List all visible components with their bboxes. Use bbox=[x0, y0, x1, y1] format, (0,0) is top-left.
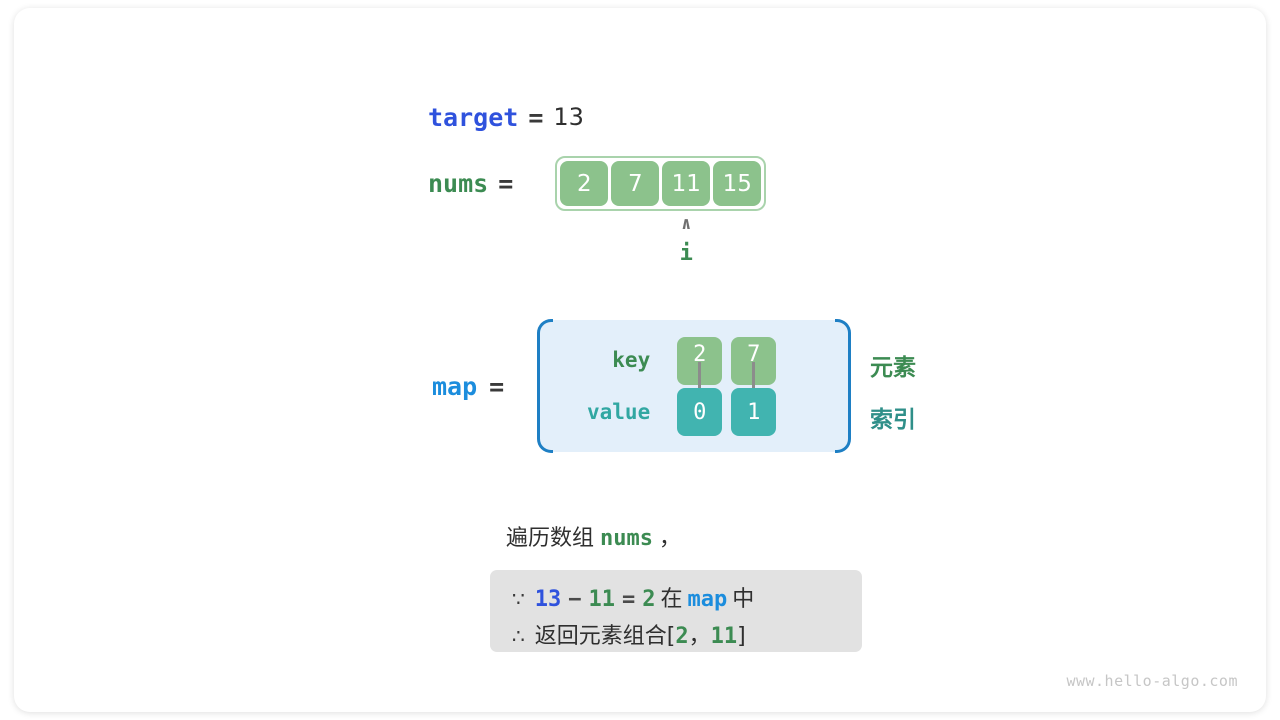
legend-element-label: 元素 bbox=[870, 355, 916, 381]
conclusion-map-word: map bbox=[687, 587, 728, 612]
conclusion-zhong-text: 中 bbox=[732, 587, 755, 612]
equals-operator: = bbox=[621, 587, 636, 612]
map-bracket-left-icon bbox=[537, 319, 554, 453]
map-key-row-label: key bbox=[612, 348, 651, 372]
conclusion-complement-value: 2 bbox=[642, 587, 656, 612]
array-cell: 7 bbox=[611, 161, 660, 206]
bracket-close: ] bbox=[737, 624, 746, 649]
conclusion-line-2: ∴ 返回元素组合[2，11] bbox=[512, 618, 746, 650]
bracket-open: [ bbox=[666, 624, 676, 649]
nums-label: nums bbox=[428, 169, 489, 198]
conclusion-zai-text: 在 bbox=[660, 587, 683, 612]
legend-index-label: 索引 bbox=[870, 407, 916, 433]
array-cell: 2 bbox=[560, 161, 609, 206]
array-cell: 11 bbox=[662, 161, 711, 206]
target-label: target bbox=[428, 102, 519, 132]
result-comma: ， bbox=[688, 624, 711, 649]
target-row: target = 13 bbox=[428, 100, 584, 134]
result-second-value: 11 bbox=[710, 624, 738, 649]
explanation-prefix: 遍历数组 bbox=[506, 526, 595, 551]
therefore-symbol-icon: ∴ bbox=[512, 624, 525, 648]
map-box: key value 2 0 7 1 bbox=[537, 319, 852, 453]
array-cell: 15 bbox=[713, 161, 762, 206]
map-row: map = key value 2 0 7 bbox=[432, 319, 852, 453]
nums-equals-sign: = bbox=[498, 169, 514, 198]
conclusion-current-value: 11 bbox=[588, 587, 615, 612]
index-pointer-group: ∧ i bbox=[660, 216, 712, 265]
explanation-suffix: ， bbox=[659, 526, 682, 551]
watermark: www.hello-algo.com bbox=[1066, 672, 1238, 690]
map-value-cell: 0 bbox=[677, 388, 723, 436]
map-key-cell: 7 bbox=[731, 337, 777, 385]
minus-operator: − bbox=[568, 587, 582, 612]
pointer-caret-icon: ∧ bbox=[681, 214, 692, 234]
diagram-canvas: target = 13 nums = 2 7 11 15 ∧ i map = k… bbox=[14, 8, 1266, 712]
map-value-row-label: value bbox=[587, 400, 651, 424]
result-first-value: 2 bbox=[675, 624, 689, 649]
because-symbol-icon: ∵ bbox=[512, 587, 525, 611]
nums-array: 2 7 11 15 bbox=[555, 156, 767, 211]
explanation-code-nums: nums bbox=[600, 526, 653, 551]
map-bracket-right-icon bbox=[835, 319, 852, 453]
nums-row: nums = 2 7 11 15 bbox=[428, 156, 767, 211]
map-label: map bbox=[432, 371, 478, 401]
pointer-label-i: i bbox=[679, 241, 693, 266]
map-equals-sign: = bbox=[489, 371, 505, 401]
target-value: 13 bbox=[553, 103, 584, 131]
target-equals-sign: = bbox=[528, 102, 544, 132]
conclusion-result-text: 返回元素组合 bbox=[534, 624, 667, 649]
conclusion-target-value: 13 bbox=[534, 587, 562, 612]
map-value-cell: 1 bbox=[731, 388, 777, 436]
map-key-cell: 2 bbox=[677, 337, 723, 385]
